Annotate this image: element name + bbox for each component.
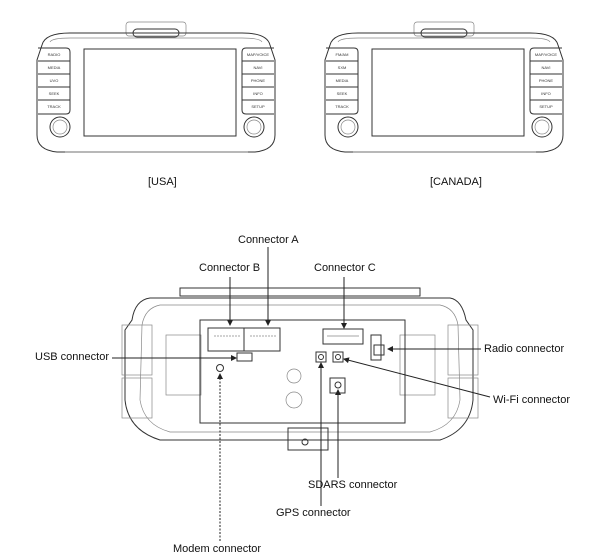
panel-button-right: MAP/VOICE	[535, 52, 558, 57]
panel-button-left: MEDIA	[48, 65, 61, 70]
gps-connector-label: GPS connector	[276, 507, 351, 519]
variant-label-canada: [CANADA]	[430, 176, 482, 188]
head-unit-usa: RADIO MEDIA UVO SEEK TRACK MAP/VOICE NAVI PHONE…	[36, 21, 276, 153]
wifi-connector-leader	[343, 357, 491, 398]
sdars-connector-label: SDARS connector	[308, 479, 398, 491]
connector-c-label: Connector C	[314, 262, 376, 274]
panel-button-right: INFO	[541, 91, 551, 96]
panel-button-right: MAP/VOICE	[247, 52, 270, 57]
panel-button-right: PHONE	[539, 78, 554, 83]
panel-button-left: TRACK	[335, 104, 349, 109]
panel-button-left: SEEK	[49, 91, 60, 96]
panel-button-right: NAVI	[253, 65, 262, 70]
panel-button-left: RADIO	[48, 52, 61, 57]
radio-connector-label: Radio connector	[484, 343, 565, 355]
head-unit-rear-view	[121, 287, 479, 451]
panel-button-left: MEDIA	[336, 78, 349, 83]
connector-b-label: Connector B	[199, 262, 261, 274]
panel-button-left: FM/AM	[336, 52, 349, 57]
head-unit-canada: FM/AM SXM MEDIA SEEK TRACK MAP/VOICE NAVI PHONE…	[324, 21, 564, 153]
usb-connector-label: USB connector	[35, 351, 109, 363]
panel-button-left: SXM	[338, 65, 347, 70]
modem-connector-label: Modem connector	[173, 543, 262, 555]
panel-button-left: TRACK	[47, 104, 61, 109]
panel-button-right: SETUP	[251, 104, 265, 109]
panel-button-right: INFO	[253, 91, 263, 96]
connector-a-label: Connector A	[238, 234, 299, 246]
panel-button-left: SEEK	[337, 91, 348, 96]
variant-label-usa: [USA]	[148, 176, 177, 188]
panel-button-right: NAVI	[541, 65, 550, 70]
panel-button-left: UVO	[50, 78, 59, 83]
panel-button-right: SETUP	[539, 104, 553, 109]
wifi-connector-label: Wi-Fi connector	[493, 394, 571, 406]
panel-button-right: PHONE	[251, 78, 266, 83]
